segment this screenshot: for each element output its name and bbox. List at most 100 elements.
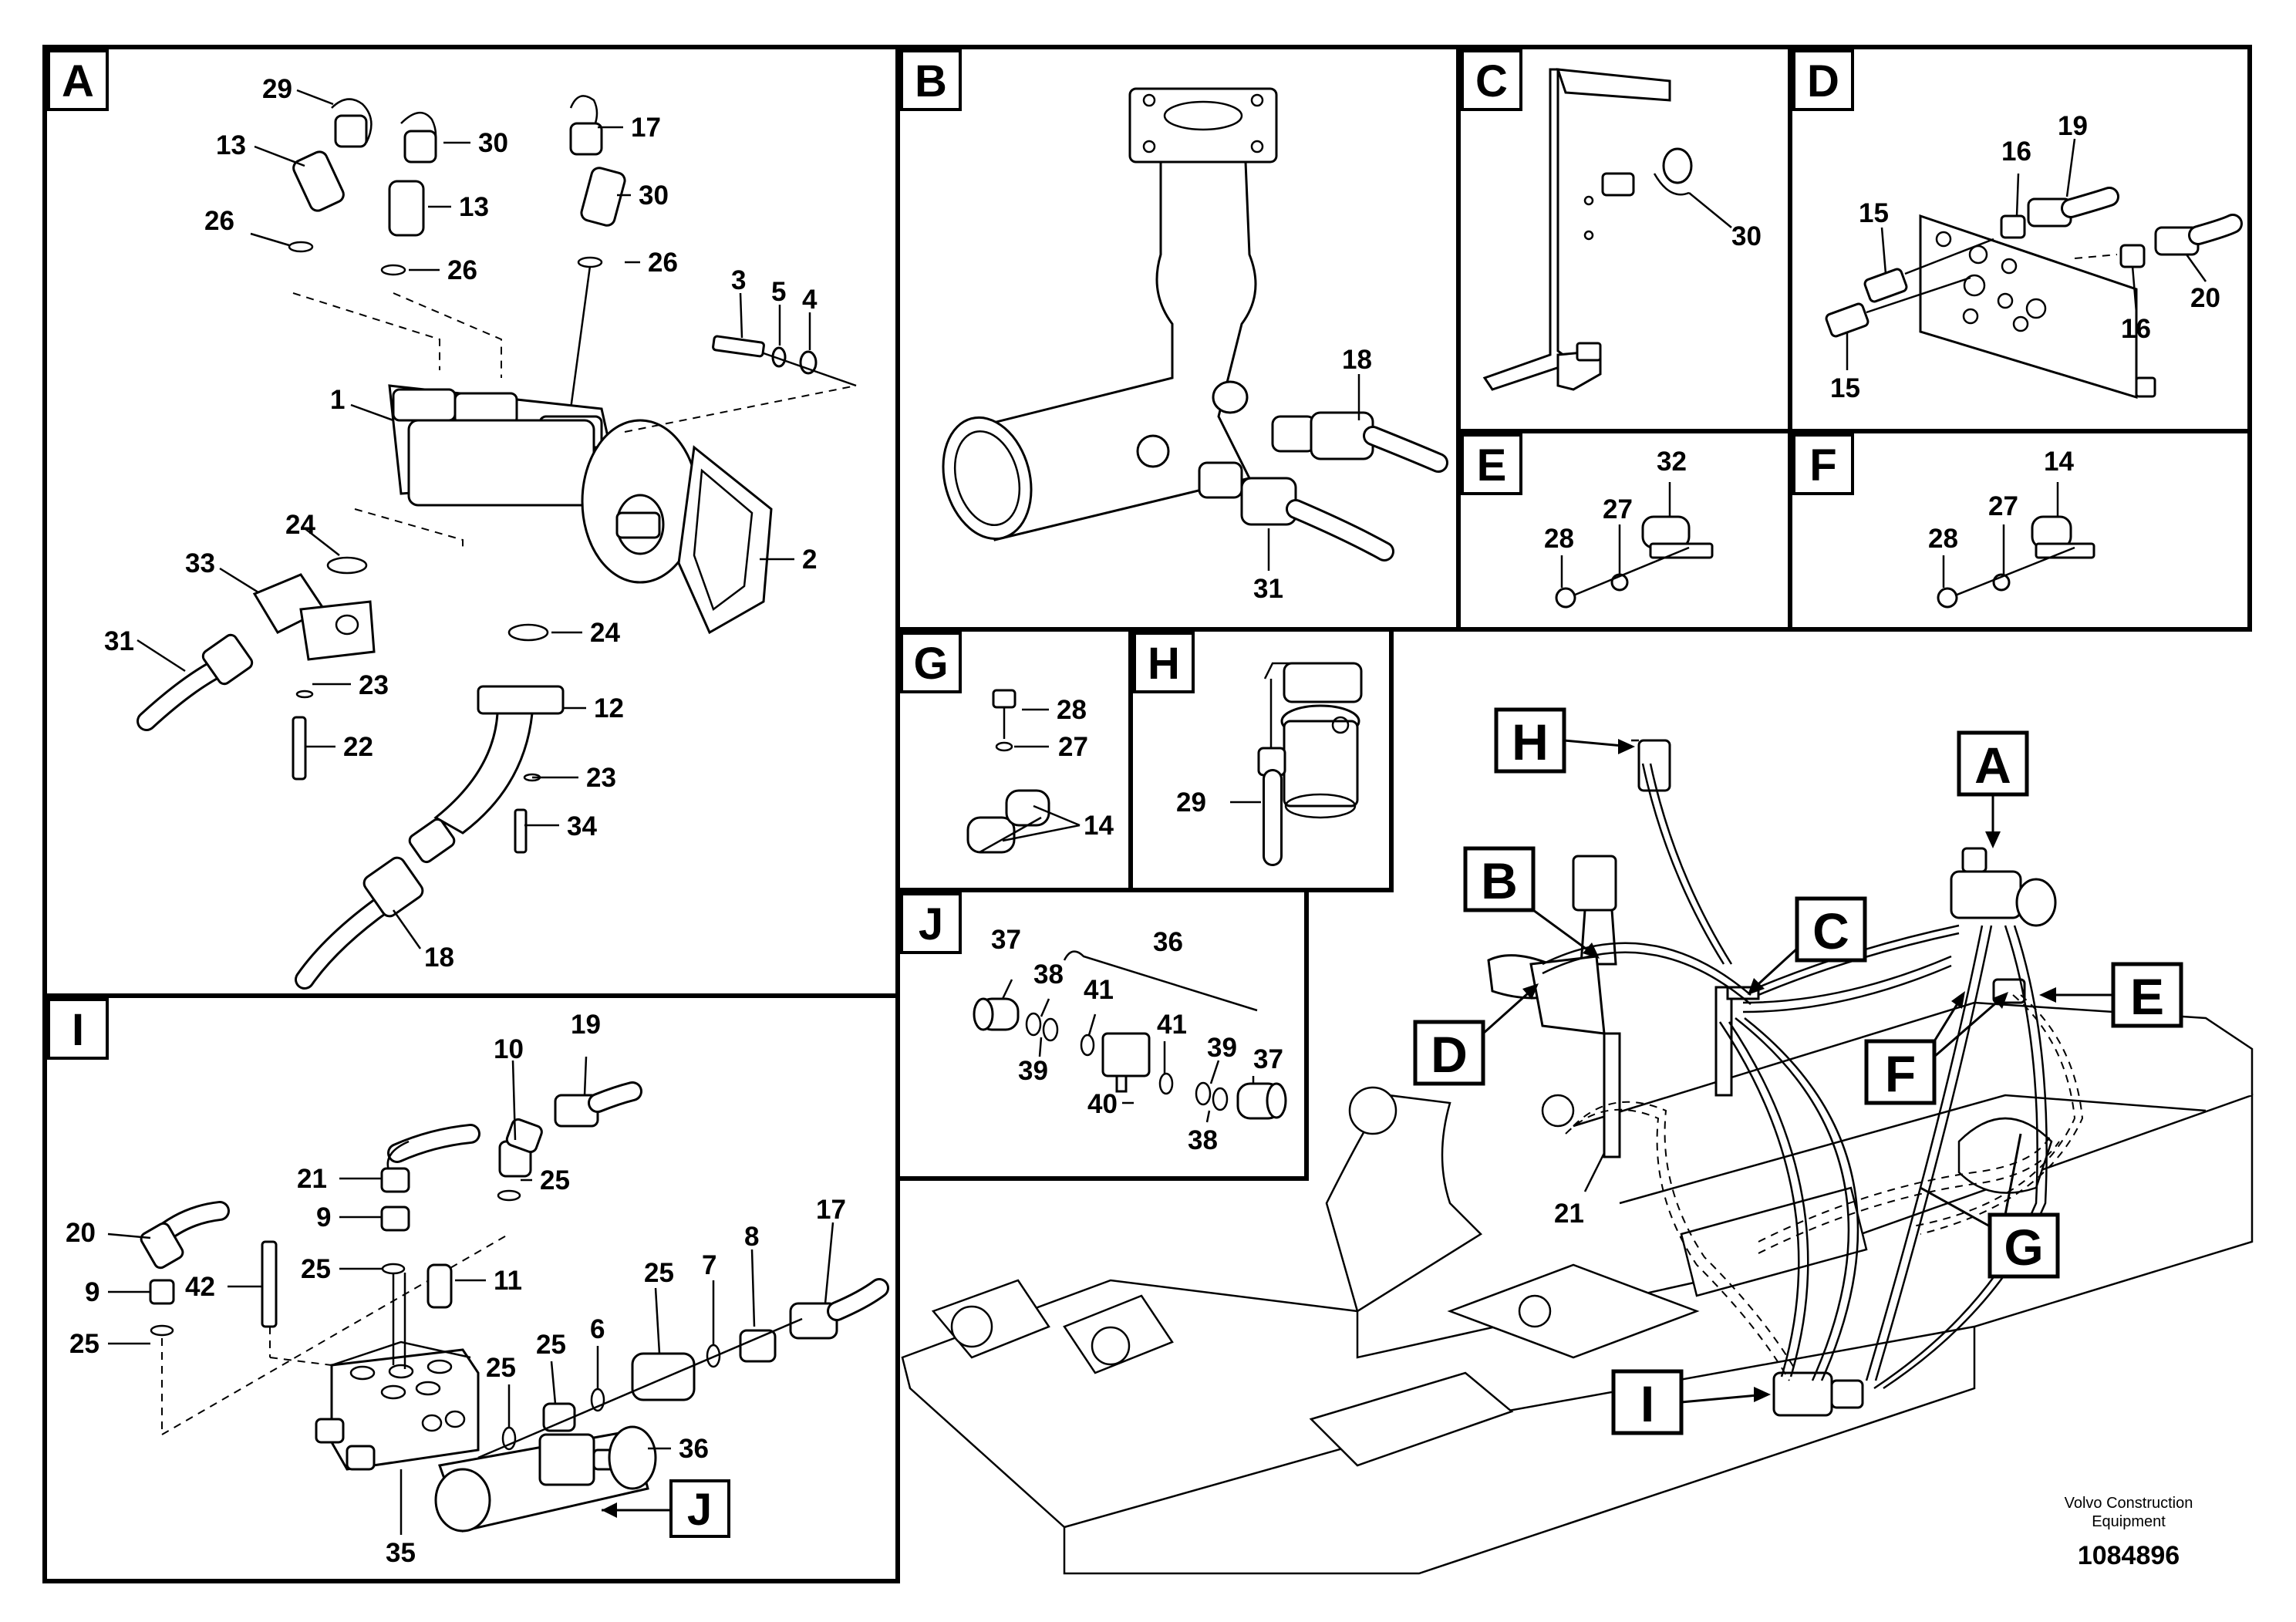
label-a-26b: 26 [447,255,477,285]
label-a-1: 1 [330,385,345,415]
label-i-25c: 25 [69,1329,99,1359]
panel-i-border [42,993,900,1583]
label-i-17: 17 [816,1195,846,1225]
brand-line-1: Volvo Construction [2065,1495,2193,1512]
panel-c-drawing [1482,68,1732,391]
label-a-34: 34 [567,811,597,841]
panel-tag-i: I [47,998,109,1060]
panel-tag-f: F [1792,433,1854,495]
label-a-17: 17 [631,113,661,143]
overview-tag-f: F [1864,991,2008,1105]
label-i-35: 35 [386,1538,416,1568]
callout-j: J [687,1485,712,1535]
panel-b-drawing [942,87,1448,571]
overview-tag-d: D [1413,983,1539,1086]
label-c-30: 30 [1731,221,1762,251]
label-d-16: 16 [2001,137,2031,167]
brand-block: Volvo Construction Equipment 1084896 [2065,1495,2193,1570]
label-a-30b: 30 [639,180,669,211]
svg-text:H: H [1148,639,1180,689]
label-b-31: 31 [1253,574,1283,604]
panel-f-labels: 14 27 28 [1928,447,2074,554]
label-a-3: 3 [731,265,746,295]
label-i-25d: 25 [644,1258,674,1288]
label-a-24: 24 [285,510,315,540]
overview-tag-i: I [1611,1369,1771,1435]
svg-text:F: F [1885,1045,1916,1102]
panel-a-drawing [137,95,857,990]
svg-text:D: D [1431,1026,1468,1083]
svg-text:I: I [1640,1375,1654,1432]
label-j-39b: 39 [1018,1056,1048,1086]
panel-h-labels: 29 [1176,787,1206,818]
label-j-39: 39 [1207,1033,1237,1063]
label-i-25: 25 [540,1165,570,1195]
label-i-8: 8 [744,1222,759,1252]
label-e-28: 28 [1544,524,1574,554]
panel-a-leaders [137,89,811,949]
label-a-33: 33 [185,548,215,578]
label-i-19: 19 [571,1010,601,1040]
label-j-41b: 41 [1157,1010,1187,1040]
panel-c-labels: 30 [1731,221,1762,251]
panel-tag-d: D [1792,49,1854,111]
panel-j-drawing [973,950,1287,1123]
label-i-25e: 25 [536,1330,566,1360]
label-d-20: 20 [2190,283,2220,313]
label-f-14: 14 [2044,447,2074,477]
panel-tag-a: A [47,49,109,111]
panel-a-labels: 29 13 30 13 17 30 26 26 26 3 5 4 1 2 24 … [104,74,818,973]
label-g-14: 14 [1084,811,1114,841]
svg-text:B: B [915,56,947,106]
label-d-16b: 16 [2121,314,2151,344]
svg-text:J: J [919,899,943,949]
label-i-11: 11 [494,1266,522,1296]
label-d-19: 19 [2058,111,2088,141]
label-g-27: 27 [1058,732,1088,762]
label-f-27: 27 [1988,491,2018,521]
svg-text:F: F [1809,440,1836,491]
label-i-36: 36 [679,1434,709,1464]
label-i-25b: 25 [301,1254,331,1284]
svg-text:A: A [1974,737,2011,794]
label-i-21: 21 [297,1164,327,1194]
svg-text:G: G [913,639,948,689]
svg-text:A: A [62,56,94,106]
panel-g-labels: 28 27 14 [1057,695,1114,841]
panel-tag-h: H [1133,632,1195,693]
label-i-7: 7 [702,1250,716,1280]
panel-g-drawing [966,689,1081,854]
label-a-12: 12 [594,693,624,723]
label-i-42: 42 [185,1272,215,1302]
document-number: 1084896 [2078,1541,2180,1570]
panel-tag-e: E [1461,433,1522,495]
panel-j-labels: 36 37 38 41 41 39 37 39 40 38 [991,925,1283,1155]
panel-e-labels: 32 27 28 [1544,447,1687,554]
brand-line-2: Equipment [2092,1513,2166,1530]
label-a-23: 23 [359,670,389,700]
overview-tag-e: E [2039,962,2183,1028]
label-a-29: 29 [262,74,292,104]
svg-text:H: H [1512,713,1549,771]
label-j-38b: 38 [1188,1125,1218,1155]
overview-labels: 21 [1554,1152,1606,1229]
label-j-36: 36 [1153,927,1183,957]
label-a-31: 31 [104,626,134,656]
label-i-6: 6 [590,1314,605,1344]
label-a-5: 5 [771,277,786,307]
overview-tag-g: G [1920,1133,2060,1279]
label-a-23b: 23 [586,763,616,793]
overview-label-21: 21 [1554,1199,1584,1229]
svg-text:I: I [72,1005,84,1055]
label-j-41: 41 [1084,975,1114,1005]
label-a-26c: 26 [648,248,678,278]
svg-text:C: C [1812,902,1849,959]
panel-h-drawing [1230,662,1363,866]
label-a-13b: 13 [459,192,489,222]
label-e-27: 27 [1603,494,1633,524]
svg-text:C: C [1475,56,1508,106]
svg-text:E: E [1477,440,1507,491]
panel-tag-j: J [900,892,962,954]
label-a-2: 2 [802,545,817,575]
